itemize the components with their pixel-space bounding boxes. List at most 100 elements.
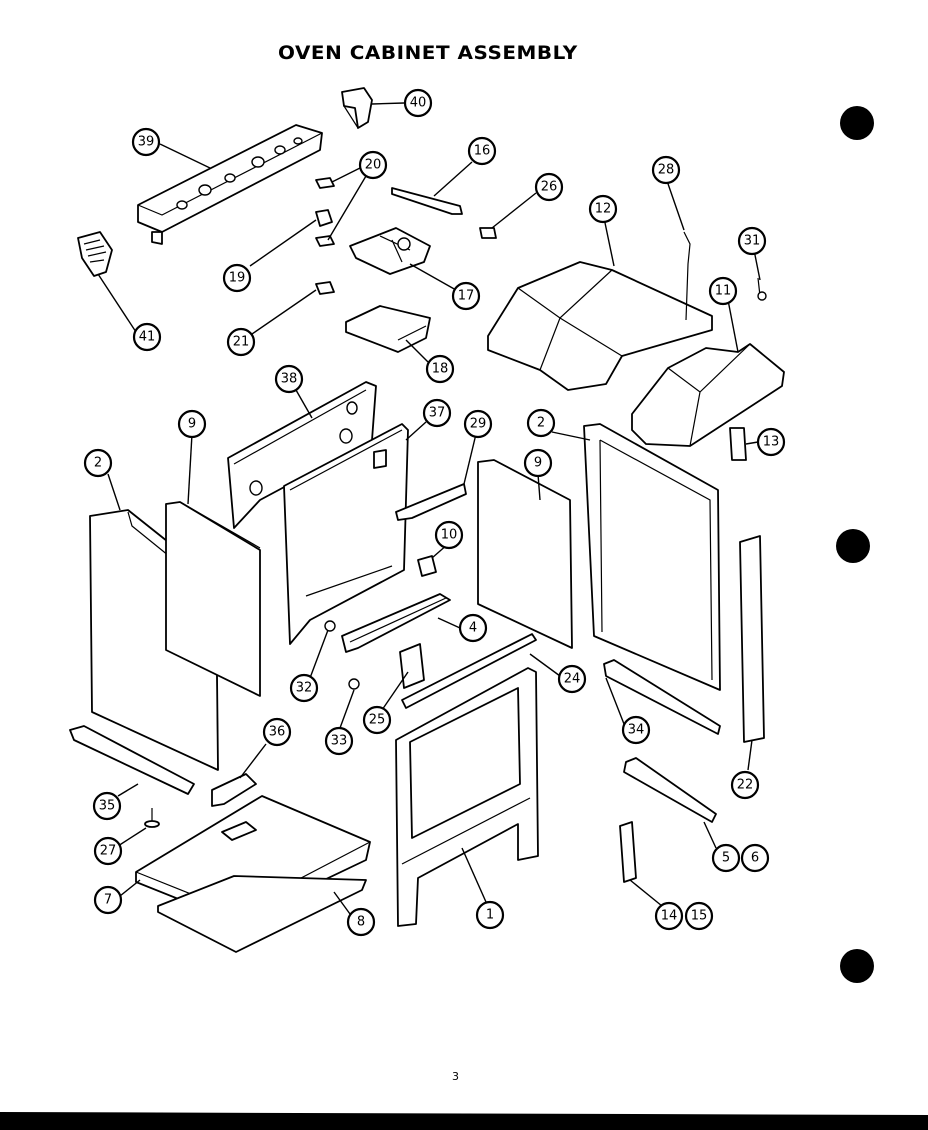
- part-26-block: [479, 227, 497, 239]
- callout-9: 9: [177, 409, 207, 439]
- part-29-rail: [395, 483, 467, 521]
- part-4-bracket: [341, 593, 451, 653]
- part-33-grommet: [348, 678, 360, 690]
- callout-9: 9: [523, 448, 553, 478]
- callout-label: 34: [628, 723, 645, 738]
- callout-label: 18: [432, 362, 449, 377]
- callout-31: 31: [737, 226, 767, 256]
- callout-label: 14: [661, 909, 678, 924]
- callout-2: 2: [526, 408, 556, 438]
- callout-label: 11: [715, 284, 732, 299]
- callout-20: 20: [358, 150, 388, 180]
- callout-12: 12: [588, 194, 618, 224]
- callout-18: 18: [425, 354, 455, 384]
- callout-22: 22: [730, 770, 760, 800]
- callout-28: 28: [651, 155, 681, 185]
- callout-label: 39: [138, 135, 155, 150]
- callout-label: 27: [100, 844, 117, 859]
- callout-label: 20: [365, 158, 382, 173]
- part-28-wire: [683, 231, 691, 321]
- callout-label: 12: [595, 202, 612, 217]
- part-10-clip: [417, 555, 437, 577]
- callout-label: 21: [233, 335, 250, 350]
- callout-group: 4039201626281231111917214118133837292992…: [83, 88, 786, 937]
- callout-36: 36: [262, 717, 292, 747]
- scan-edge: [0, 1112, 928, 1130]
- page-number: 3: [452, 1070, 459, 1083]
- binder-hole-bottom: [840, 949, 874, 983]
- callout-label: 7: [104, 893, 112, 908]
- part-34-rail: [603, 659, 721, 735]
- part-1-front-frame: [395, 667, 539, 927]
- part-14-15-bracket: [619, 821, 637, 883]
- callout-label: 36: [269, 725, 286, 740]
- callout-21: 21: [226, 327, 256, 357]
- part-19-clip: [315, 209, 333, 227]
- part-25-bracket: [399, 643, 425, 689]
- callout-16: 16: [467, 136, 497, 166]
- part-12-top-panel: [487, 261, 713, 391]
- callout-35: 35: [92, 791, 122, 821]
- callout-15: 15: [684, 901, 714, 931]
- callout-6: 6: [740, 843, 770, 873]
- callout-13: 13: [756, 427, 786, 457]
- part-8-bottom-plate: [157, 875, 367, 953]
- callout-11: 11: [708, 276, 738, 306]
- callout-29: 29: [463, 409, 493, 439]
- callout-27: 27: [93, 836, 123, 866]
- callout-label: 6: [751, 851, 759, 866]
- callout-label: 33: [331, 734, 348, 749]
- callout-label: 16: [474, 144, 491, 159]
- callout-label: 25: [369, 713, 386, 728]
- callout-label: 17: [458, 289, 475, 304]
- part-40-bracket: [341, 87, 373, 129]
- part-32-grommet: [324, 620, 336, 632]
- callout-32: 32: [289, 673, 319, 703]
- callout-label: 8: [357, 915, 365, 930]
- callout-label: 1: [486, 908, 494, 923]
- callout-label: 24: [564, 672, 581, 687]
- part-21-clip: [315, 281, 335, 295]
- callout-label: 5: [722, 851, 730, 866]
- callout-label: 40: [410, 96, 427, 111]
- callout-label: 35: [99, 799, 116, 814]
- callout-4: 4: [458, 613, 488, 643]
- callout-8: 8: [346, 907, 376, 937]
- callout-label: 28: [658, 163, 675, 178]
- callout-label: 9: [188, 417, 196, 432]
- callout-label: 41: [139, 330, 156, 345]
- part-39-top-rail: [137, 124, 323, 245]
- callout-37: 37: [422, 398, 452, 428]
- part-41-knob-plate: [77, 231, 113, 277]
- callout-25: 25: [362, 705, 392, 735]
- part-9-right-insulation-panel: [477, 459, 573, 649]
- callout-label: 32: [296, 681, 313, 696]
- callout-label: 2: [94, 456, 102, 471]
- callout-33: 33: [324, 726, 354, 756]
- part-5-6-rail: [623, 757, 717, 823]
- binder-hole-middle: [836, 529, 870, 563]
- part-11-panel: [631, 343, 785, 447]
- callout-38: 38: [274, 364, 304, 394]
- callout-7: 7: [93, 885, 123, 915]
- part-22-trim: [739, 535, 765, 743]
- callout-label: 22: [737, 778, 754, 793]
- callout-label: 26: [541, 180, 558, 195]
- callout-2: 2: [83, 448, 113, 478]
- callout-26: 26: [534, 172, 564, 202]
- part-31-screw: [757, 277, 767, 301]
- part-16-bar: [391, 187, 463, 215]
- part-27-leveler: [144, 808, 160, 828]
- callout-14: 14: [654, 901, 684, 931]
- callout-10: 10: [434, 520, 464, 550]
- callout-label: 38: [281, 372, 298, 387]
- leader-lines: [97, 102, 761, 915]
- callout-label: 19: [229, 271, 246, 286]
- callout-40: 40: [403, 88, 433, 118]
- callout-5: 5: [711, 843, 741, 873]
- callout-1: 1: [475, 900, 505, 930]
- part-17-thermostat: [349, 227, 431, 275]
- binder-hole-top: [840, 106, 874, 140]
- callout-label: 4: [469, 621, 477, 636]
